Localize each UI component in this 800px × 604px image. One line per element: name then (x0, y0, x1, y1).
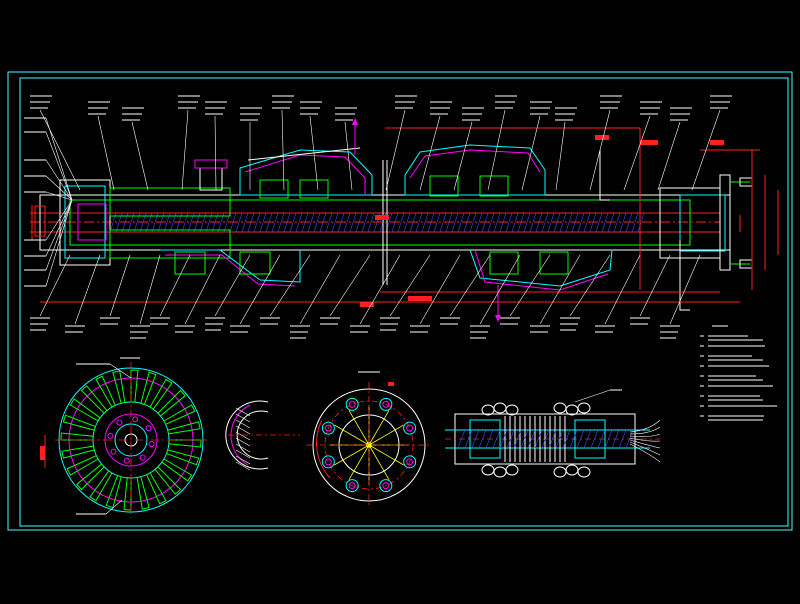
technical-notes-block (700, 325, 777, 421)
drawing-outer-frame (7, 71, 793, 531)
clutch-pack-section (445, 389, 661, 478)
leader-lines (39, 109, 721, 325)
split-ring-detail (225, 400, 300, 471)
bolt-circle-flange (306, 371, 432, 508)
radial-disc-view (40, 357, 207, 518)
main-longitudinal-section (30, 118, 779, 322)
part-callouts-left (24, 117, 46, 287)
part-callouts-bottom (30, 317, 680, 339)
part-callouts-top (30, 95, 732, 121)
drawing-inner-frame (19, 77, 789, 527)
